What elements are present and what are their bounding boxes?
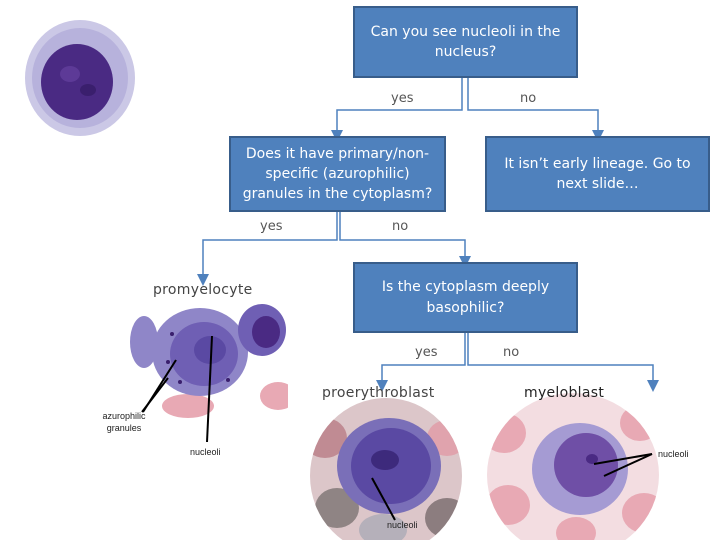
- nucleoli-annotation-promyelocyte: nucleoli: [190, 447, 221, 457]
- question-nucleoli-box: Can you see nucleoli in the nucleus?: [353, 6, 578, 78]
- edge-label-q2-yes: yes: [260, 219, 283, 234]
- edge-label-q1-no: no: [520, 91, 537, 106]
- edge-q1-no: [467, 78, 604, 142]
- not-early-lineage-text: It isn’t early lineage. Go to next slide…: [504, 155, 691, 192]
- myeloblast-image: [487, 393, 659, 540]
- edge-label-q3-yes: yes: [415, 345, 438, 360]
- question-granules-text: Does it have primary/non-specific (azuro…: [242, 145, 433, 203]
- question-nucleoli-text: Can you see nucleoli in the nucleus?: [370, 23, 561, 60]
- edge-label-q3-no: no: [503, 345, 520, 360]
- edge-label-q2-no: no: [392, 219, 409, 234]
- question-basophilic-text: Is the cytoplasm deeply basophilic?: [381, 279, 550, 316]
- nucleoli-annotation-proerythroblast: nucleoli: [387, 520, 418, 530]
- edge-q2-yes: [197, 212, 338, 286]
- promyelocyte-label: promyelocyte: [153, 282, 253, 298]
- proerythroblast-label: proerythroblast: [322, 385, 435, 401]
- promyelocyte-image: [130, 304, 288, 418]
- edge-q3-no: [467, 333, 659, 392]
- proerythroblast-image: [310, 398, 462, 540]
- not-early-lineage-box: It isn’t early lineage. Go to next slide…: [485, 136, 710, 212]
- edge-q1-yes: [331, 78, 463, 142]
- myeloblast-label: myeloblast: [524, 385, 605, 401]
- unknown-cell-image: [25, 20, 135, 136]
- question-basophilic-box: Is the cytoplasm deeply basophilic?: [353, 262, 578, 333]
- edge-q2-no: [339, 212, 471, 268]
- azurophilic-granules-annotation: azurophilic granules: [102, 411, 146, 433]
- question-granules-box: Does it have primary/non-specific (azuro…: [229, 136, 446, 212]
- edge-label-q1-yes: yes: [391, 91, 414, 106]
- edge-q3-yes: [376, 333, 466, 392]
- nucleoli-annotation-myeloblast: nucleoli: [658, 449, 689, 459]
